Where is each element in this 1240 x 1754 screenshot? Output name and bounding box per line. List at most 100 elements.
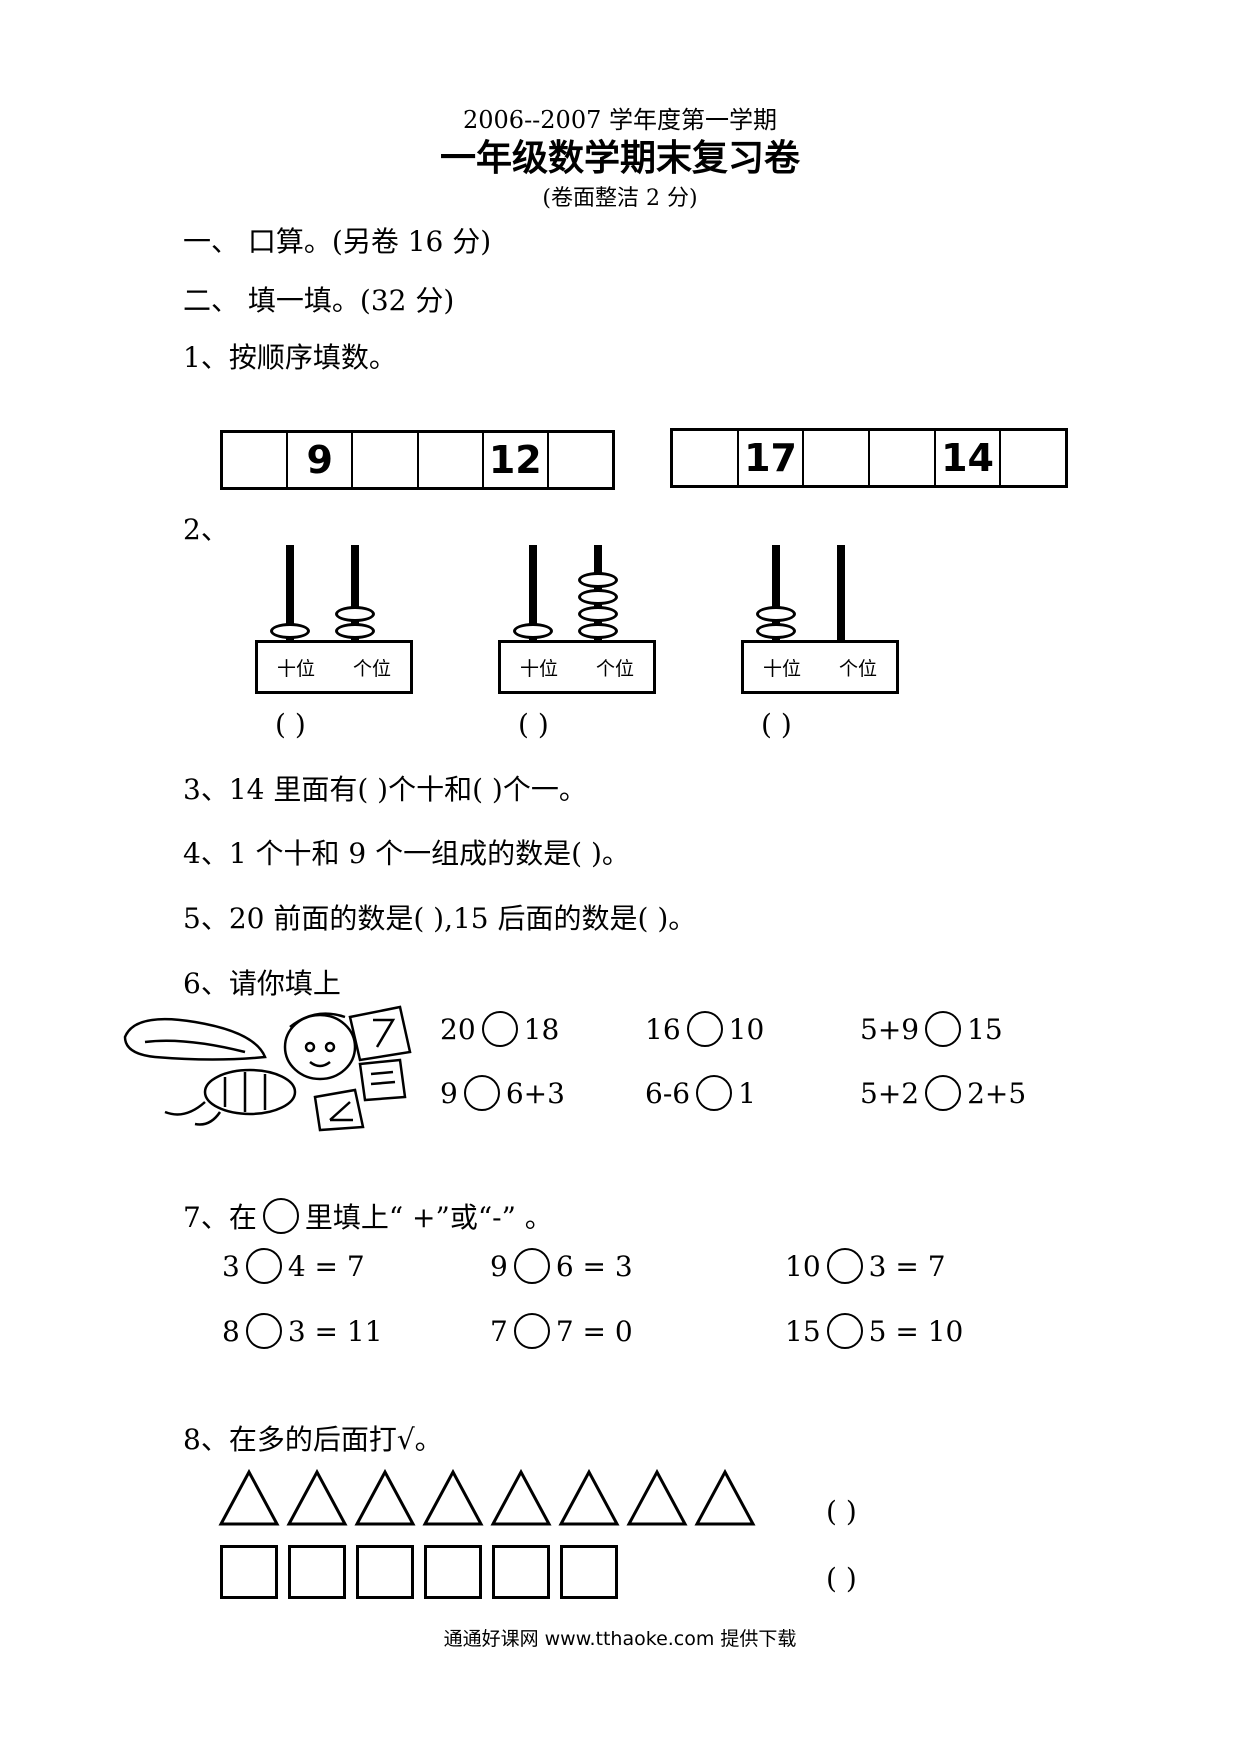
abacus-rod: [529, 545, 537, 640]
compare-right: 2+5: [967, 1076, 1027, 1110]
operand-left: 3: [222, 1249, 240, 1283]
operand-left: 9: [490, 1249, 508, 1283]
compare-left: 20: [440, 1012, 476, 1046]
operand-right: 5 = 10: [868, 1314, 964, 1348]
triangle-icon: [490, 1468, 552, 1526]
square-icon: [560, 1545, 618, 1599]
tens-label: 十位: [276, 657, 315, 680]
sequence-cell[interactable]: [223, 433, 289, 487]
compare-circle-icon[interactable]: [463, 1075, 500, 1111]
compare-right: 15: [967, 1012, 1003, 1046]
sequence-cell[interactable]: [549, 433, 612, 487]
triangle-row: [218, 1468, 756, 1526]
operator-item: 15 5 = 10: [785, 1313, 963, 1349]
section-oral-calc: 一、 口算。(另卷 16 分): [183, 225, 492, 258]
triangle-icon: [558, 1468, 620, 1526]
compare-item: 9 6+3: [440, 1075, 565, 1111]
operator-circle-icon[interactable]: [513, 1248, 550, 1284]
sequence-cell[interactable]: [870, 431, 936, 485]
abacus-bead: [756, 623, 796, 639]
abacus-rod: [286, 545, 294, 640]
operator-circle-icon[interactable]: [826, 1313, 863, 1349]
operand-right: 4 = 7: [287, 1249, 365, 1283]
q7-label: 7、在 里填上“ +”或“-” 。: [183, 1196, 553, 1236]
square-icon: [492, 1545, 550, 1599]
abacus-bead: [270, 623, 310, 639]
compare-circle-icon[interactable]: [696, 1075, 733, 1111]
operator-item: 3 4 = 7: [222, 1248, 365, 1284]
q1-label: 1、按顺序填数。: [183, 341, 397, 374]
operand-right: 6 = 3: [555, 1249, 633, 1283]
q3-text: 3、14 里面有( )个十和( )个一。: [183, 773, 587, 806]
abacus-frame: 十位个位: [498, 640, 656, 694]
answer-blank-squares[interactable]: ( ): [826, 1562, 857, 1595]
sequence-cell: 17: [739, 431, 805, 485]
sequence-cell[interactable]: [419, 433, 484, 487]
sequence-cell[interactable]: [1001, 431, 1065, 485]
abacus-answer-blank[interactable]: ( ): [761, 708, 792, 741]
abacus-bead: [578, 623, 618, 639]
square-icon: [288, 1545, 346, 1599]
compare-item: 5+2 2+5: [860, 1075, 1026, 1111]
triangle-icon: [218, 1468, 280, 1526]
compare-left: 9: [440, 1076, 458, 1110]
triangle-icon: [694, 1468, 756, 1526]
triangle-icon: [626, 1468, 688, 1526]
abacus: 十位 个位: [255, 545, 435, 725]
sequence-cell[interactable]: [804, 431, 871, 485]
q8-label: 8、在多的后面打√。: [183, 1423, 443, 1456]
footer-credit: 通通好课网 www.tthaoke.com 提供下载: [443, 1628, 797, 1650]
abacus-answer-blank[interactable]: ( ): [275, 708, 306, 741]
operator-circle-icon[interactable]: [245, 1313, 282, 1349]
compare-right: 1: [738, 1076, 756, 1110]
compare-item: 6-6 1: [645, 1075, 756, 1111]
ones-label: 个位: [838, 657, 877, 680]
square-icon: [220, 1545, 278, 1599]
page-title: 一年级数学期末复习卷: [439, 137, 800, 179]
sequence-box-b: 17 14: [670, 428, 1068, 488]
operand-left: 7: [490, 1314, 508, 1348]
compare-left: 6-6: [645, 1076, 691, 1110]
compare-right: 10: [728, 1012, 765, 1046]
abacus-bead: [578, 589, 618, 605]
circle-blank-icon: [262, 1198, 299, 1234]
abacus: 十位个位: [498, 545, 678, 725]
compare-circle-icon[interactable]: [481, 1011, 518, 1047]
q6-label: 6、请你填上: [183, 967, 341, 1000]
sequence-cell: 9: [288, 433, 354, 487]
abacus-rod: [837, 545, 845, 640]
compare-circle-icon[interactable]: [925, 1075, 962, 1111]
operand-left: 8: [222, 1314, 240, 1348]
q7-label-b: 里填上“ +”或“-” 。: [304, 1201, 553, 1234]
q4-text: 4、1 个十和 9 个一组成的数是( )。: [183, 837, 630, 870]
compare-circle-icon[interactable]: [686, 1011, 723, 1047]
compare-circle-icon[interactable]: [925, 1011, 962, 1047]
q5-text: 5、20 前面的数是( ),15 后面的数是( )。: [183, 902, 697, 935]
ones-label: 个位: [352, 657, 391, 680]
operand-left: 15: [785, 1314, 821, 1348]
sequence-cell[interactable]: [353, 433, 419, 487]
abacus-rod: [772, 545, 780, 640]
compare-left: 16: [645, 1012, 681, 1046]
operand-right: 3 = 7: [868, 1249, 946, 1283]
answer-blank-triangles[interactable]: ( ): [826, 1495, 857, 1528]
compare-left: 5+2: [860, 1076, 920, 1110]
tens-label: 十位: [762, 657, 801, 680]
abacus-answer-blank[interactable]: ( ): [518, 708, 549, 741]
operand-right: 7 = 0: [555, 1314, 633, 1348]
sequence-box-a: 9 12: [220, 430, 615, 490]
operator-circle-icon[interactable]: [245, 1248, 282, 1284]
compare-right: 6+3: [505, 1076, 565, 1110]
abacus-frame: 十位 个位: [741, 640, 899, 694]
page-subtitle: (卷面整洁 2 分): [542, 186, 698, 211]
abacus-bead: [335, 606, 375, 622]
operator-circle-icon[interactable]: [826, 1248, 863, 1284]
abacus-bead: [578, 606, 618, 622]
abacus-bead: [756, 606, 796, 622]
operator-circle-icon[interactable]: [513, 1313, 550, 1349]
operator-item: 7 7 = 0: [490, 1313, 633, 1349]
triangle-icon: [286, 1468, 348, 1526]
sequence-cell[interactable]: [673, 431, 739, 485]
